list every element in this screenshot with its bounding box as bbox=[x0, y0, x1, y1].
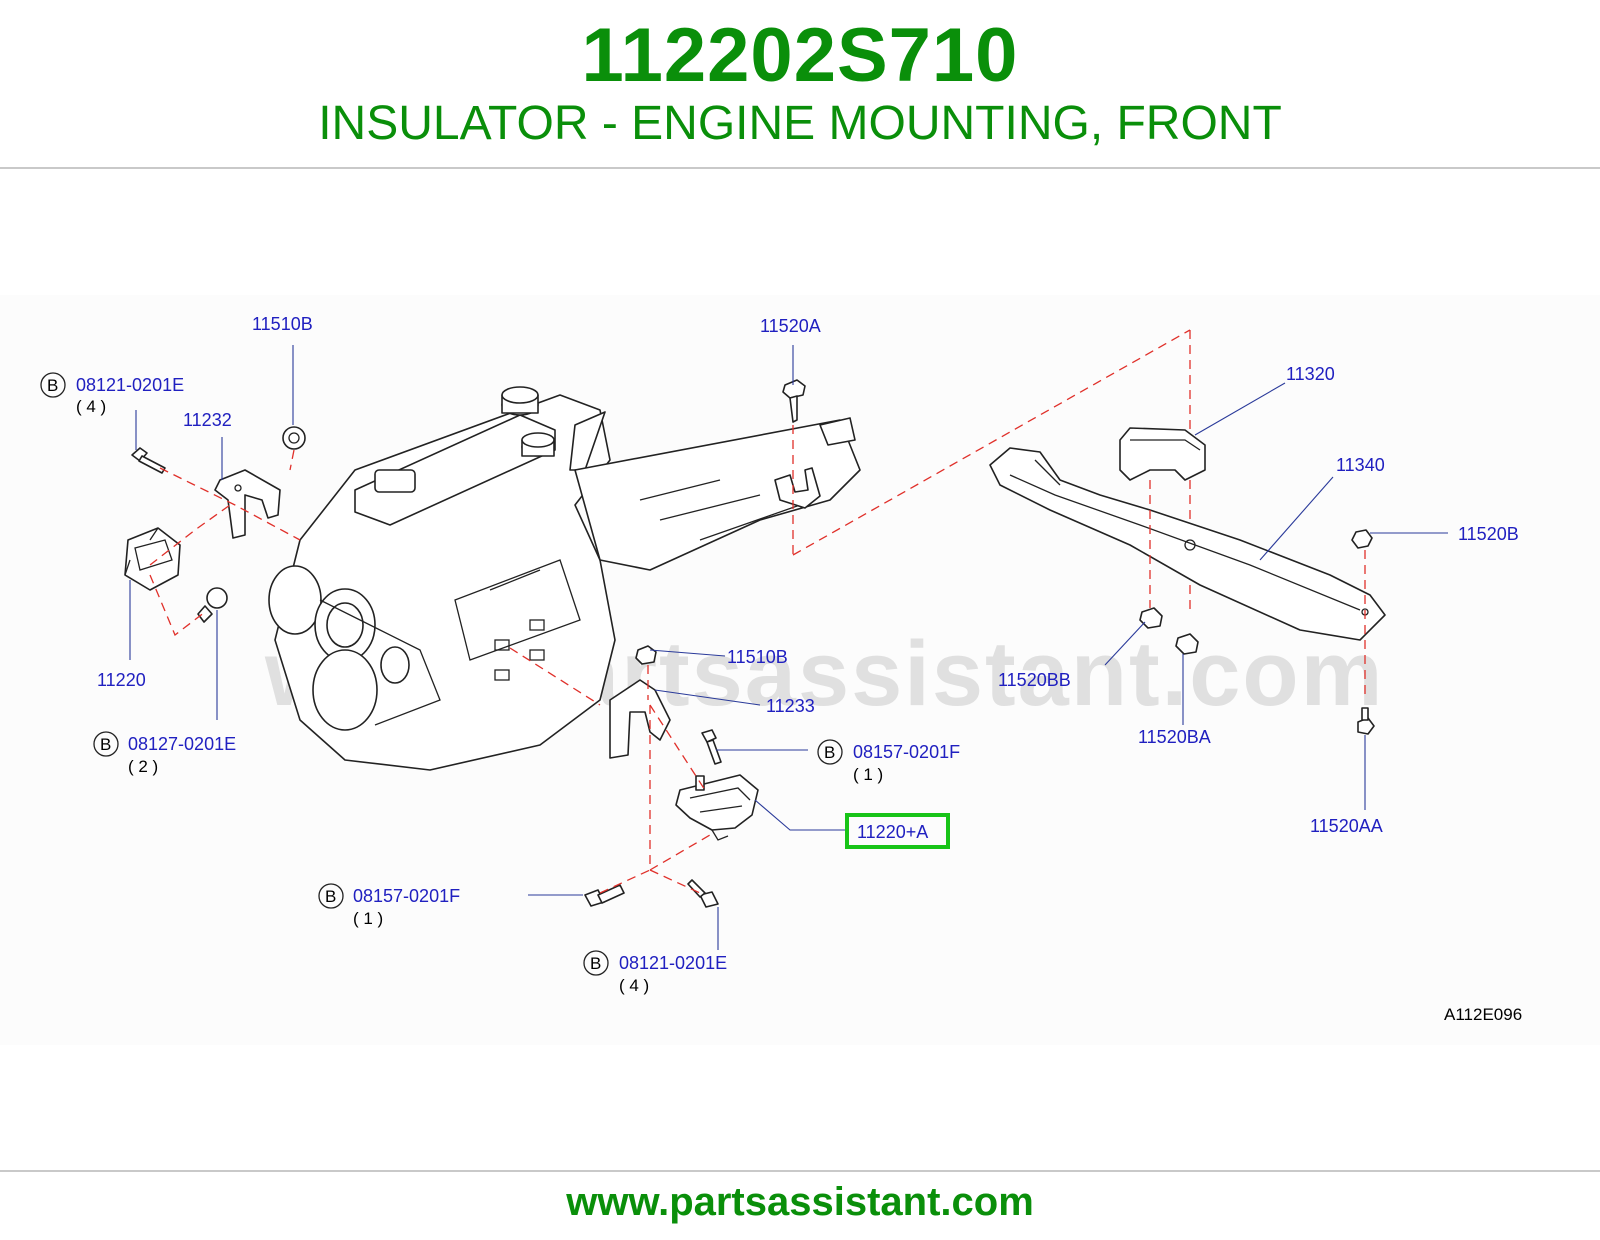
front-mount-group bbox=[584, 379, 806, 908]
callout-11340[interactable]: 11340 bbox=[1336, 455, 1385, 475]
bolt-marker-b: B bbox=[824, 743, 835, 762]
bolt-marker-circle bbox=[93, 731, 119, 757]
callout-11320[interactable]: 11320 bbox=[1286, 364, 1335, 384]
crossmember-group bbox=[989, 427, 1386, 735]
callout-11520BB[interactable]: 11520BB bbox=[998, 670, 1071, 690]
callout-11220[interactable]: 11220 bbox=[97, 670, 146, 690]
header-divider bbox=[0, 167, 1600, 169]
leader-lines bbox=[129, 345, 1448, 950]
callout-08157-right[interactable]: 08157-0201F bbox=[853, 742, 960, 762]
center-assembly-lines bbox=[509, 329, 1191, 894]
callout-11232[interactable]: 11232 bbox=[183, 410, 232, 430]
bolt-marker-b: B bbox=[100, 735, 111, 754]
target-insulator-part bbox=[675, 774, 759, 841]
callout-11220-A-highlighted[interactable]: 11220+A bbox=[857, 822, 928, 842]
callout-11510B-mid[interactable]: 11510B bbox=[727, 647, 788, 667]
highlight-box bbox=[845, 813, 950, 849]
diagram-background bbox=[0, 295, 1600, 1045]
left-assembly-lines bbox=[149, 449, 301, 637]
callout-11520BA[interactable]: 11520BA bbox=[1138, 727, 1211, 747]
bolt-marker-b: B bbox=[325, 887, 336, 906]
callout-11233[interactable]: 11233 bbox=[766, 696, 815, 716]
figure-reference-code: A112E096 bbox=[1444, 1005, 1522, 1024]
part-description-title: INSULATOR - ENGINE MOUNTING, FRONT bbox=[318, 97, 1282, 150]
qty-08121-bottom: ( 4 ) bbox=[619, 976, 649, 995]
bolt-marker-circle bbox=[40, 372, 66, 398]
qty-08157-bottom: ( 1 ) bbox=[353, 909, 383, 928]
bolt-marker-b: B bbox=[47, 376, 58, 395]
callout-11520AA[interactable]: 11520AA bbox=[1310, 816, 1383, 836]
qty-08127: ( 2 ) bbox=[128, 757, 158, 776]
callout-labels: 11510B B 08121-0201E ( 4 ) 11232 11220 B… bbox=[40, 314, 1522, 1024]
bolt-marker-circle bbox=[817, 739, 843, 765]
callout-11520B[interactable]: 11520B bbox=[1458, 524, 1519, 544]
engine-transmission-assembly bbox=[268, 386, 861, 771]
callout-08121-bottom[interactable]: 08121-0201E bbox=[619, 953, 727, 973]
left-mount-group bbox=[124, 426, 306, 623]
page-header: 112202S710 INSULATOR - ENGINE MOUNTING, … bbox=[0, 0, 1600, 168]
bolt-marker-circle bbox=[583, 950, 609, 976]
qty-08157-right: ( 1 ) bbox=[853, 765, 883, 784]
footer-divider bbox=[0, 1170, 1600, 1172]
callout-11510B-top[interactable]: 11510B bbox=[252, 314, 313, 334]
bolt-marker-b: B bbox=[590, 954, 601, 973]
callout-08127[interactable]: 08127-0201E bbox=[128, 734, 236, 754]
part-number-title: 112202S710 bbox=[581, 13, 1019, 98]
callout-08157-bottom[interactable]: 08157-0201F bbox=[353, 886, 460, 906]
bolt-marker-circle bbox=[318, 883, 344, 909]
crossmember-assembly-lines bbox=[1149, 480, 1366, 700]
callout-08121-left[interactable]: 08121-0201E bbox=[76, 375, 184, 395]
callout-11520A[interactable]: 11520A bbox=[760, 316, 821, 336]
qty-08121-left: ( 4 ) bbox=[76, 397, 106, 416]
footer-website-url[interactable]: www.partsassistant.com bbox=[566, 1180, 1034, 1224]
